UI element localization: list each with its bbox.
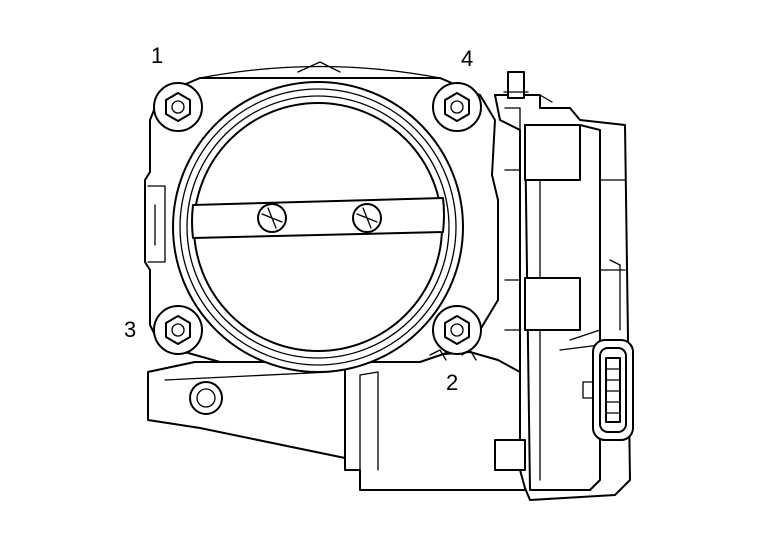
- throttle-bore: [172, 81, 464, 373]
- lower-housing: [147, 351, 526, 491]
- mounting-bolt-2: [432, 305, 482, 355]
- callout-3: 3: [124, 317, 137, 342]
- adjust-screw: [507, 71, 525, 99]
- mounting-hole: [189, 381, 223, 415]
- leader-ticks: [429, 349, 477, 361]
- throttle-shaft: [191, 197, 445, 239]
- mounting-bolt-3: [153, 305, 203, 355]
- plate-screw: [352, 203, 382, 233]
- callout-2: 2: [446, 370, 459, 395]
- mounting-bolt-4: [432, 82, 482, 132]
- mounting-bolt-1: [153, 82, 203, 132]
- callout-4: 4: [461, 46, 474, 71]
- callout-1: 1: [151, 43, 164, 68]
- plate-screw: [257, 203, 287, 233]
- electrical-connector: [582, 339, 634, 441]
